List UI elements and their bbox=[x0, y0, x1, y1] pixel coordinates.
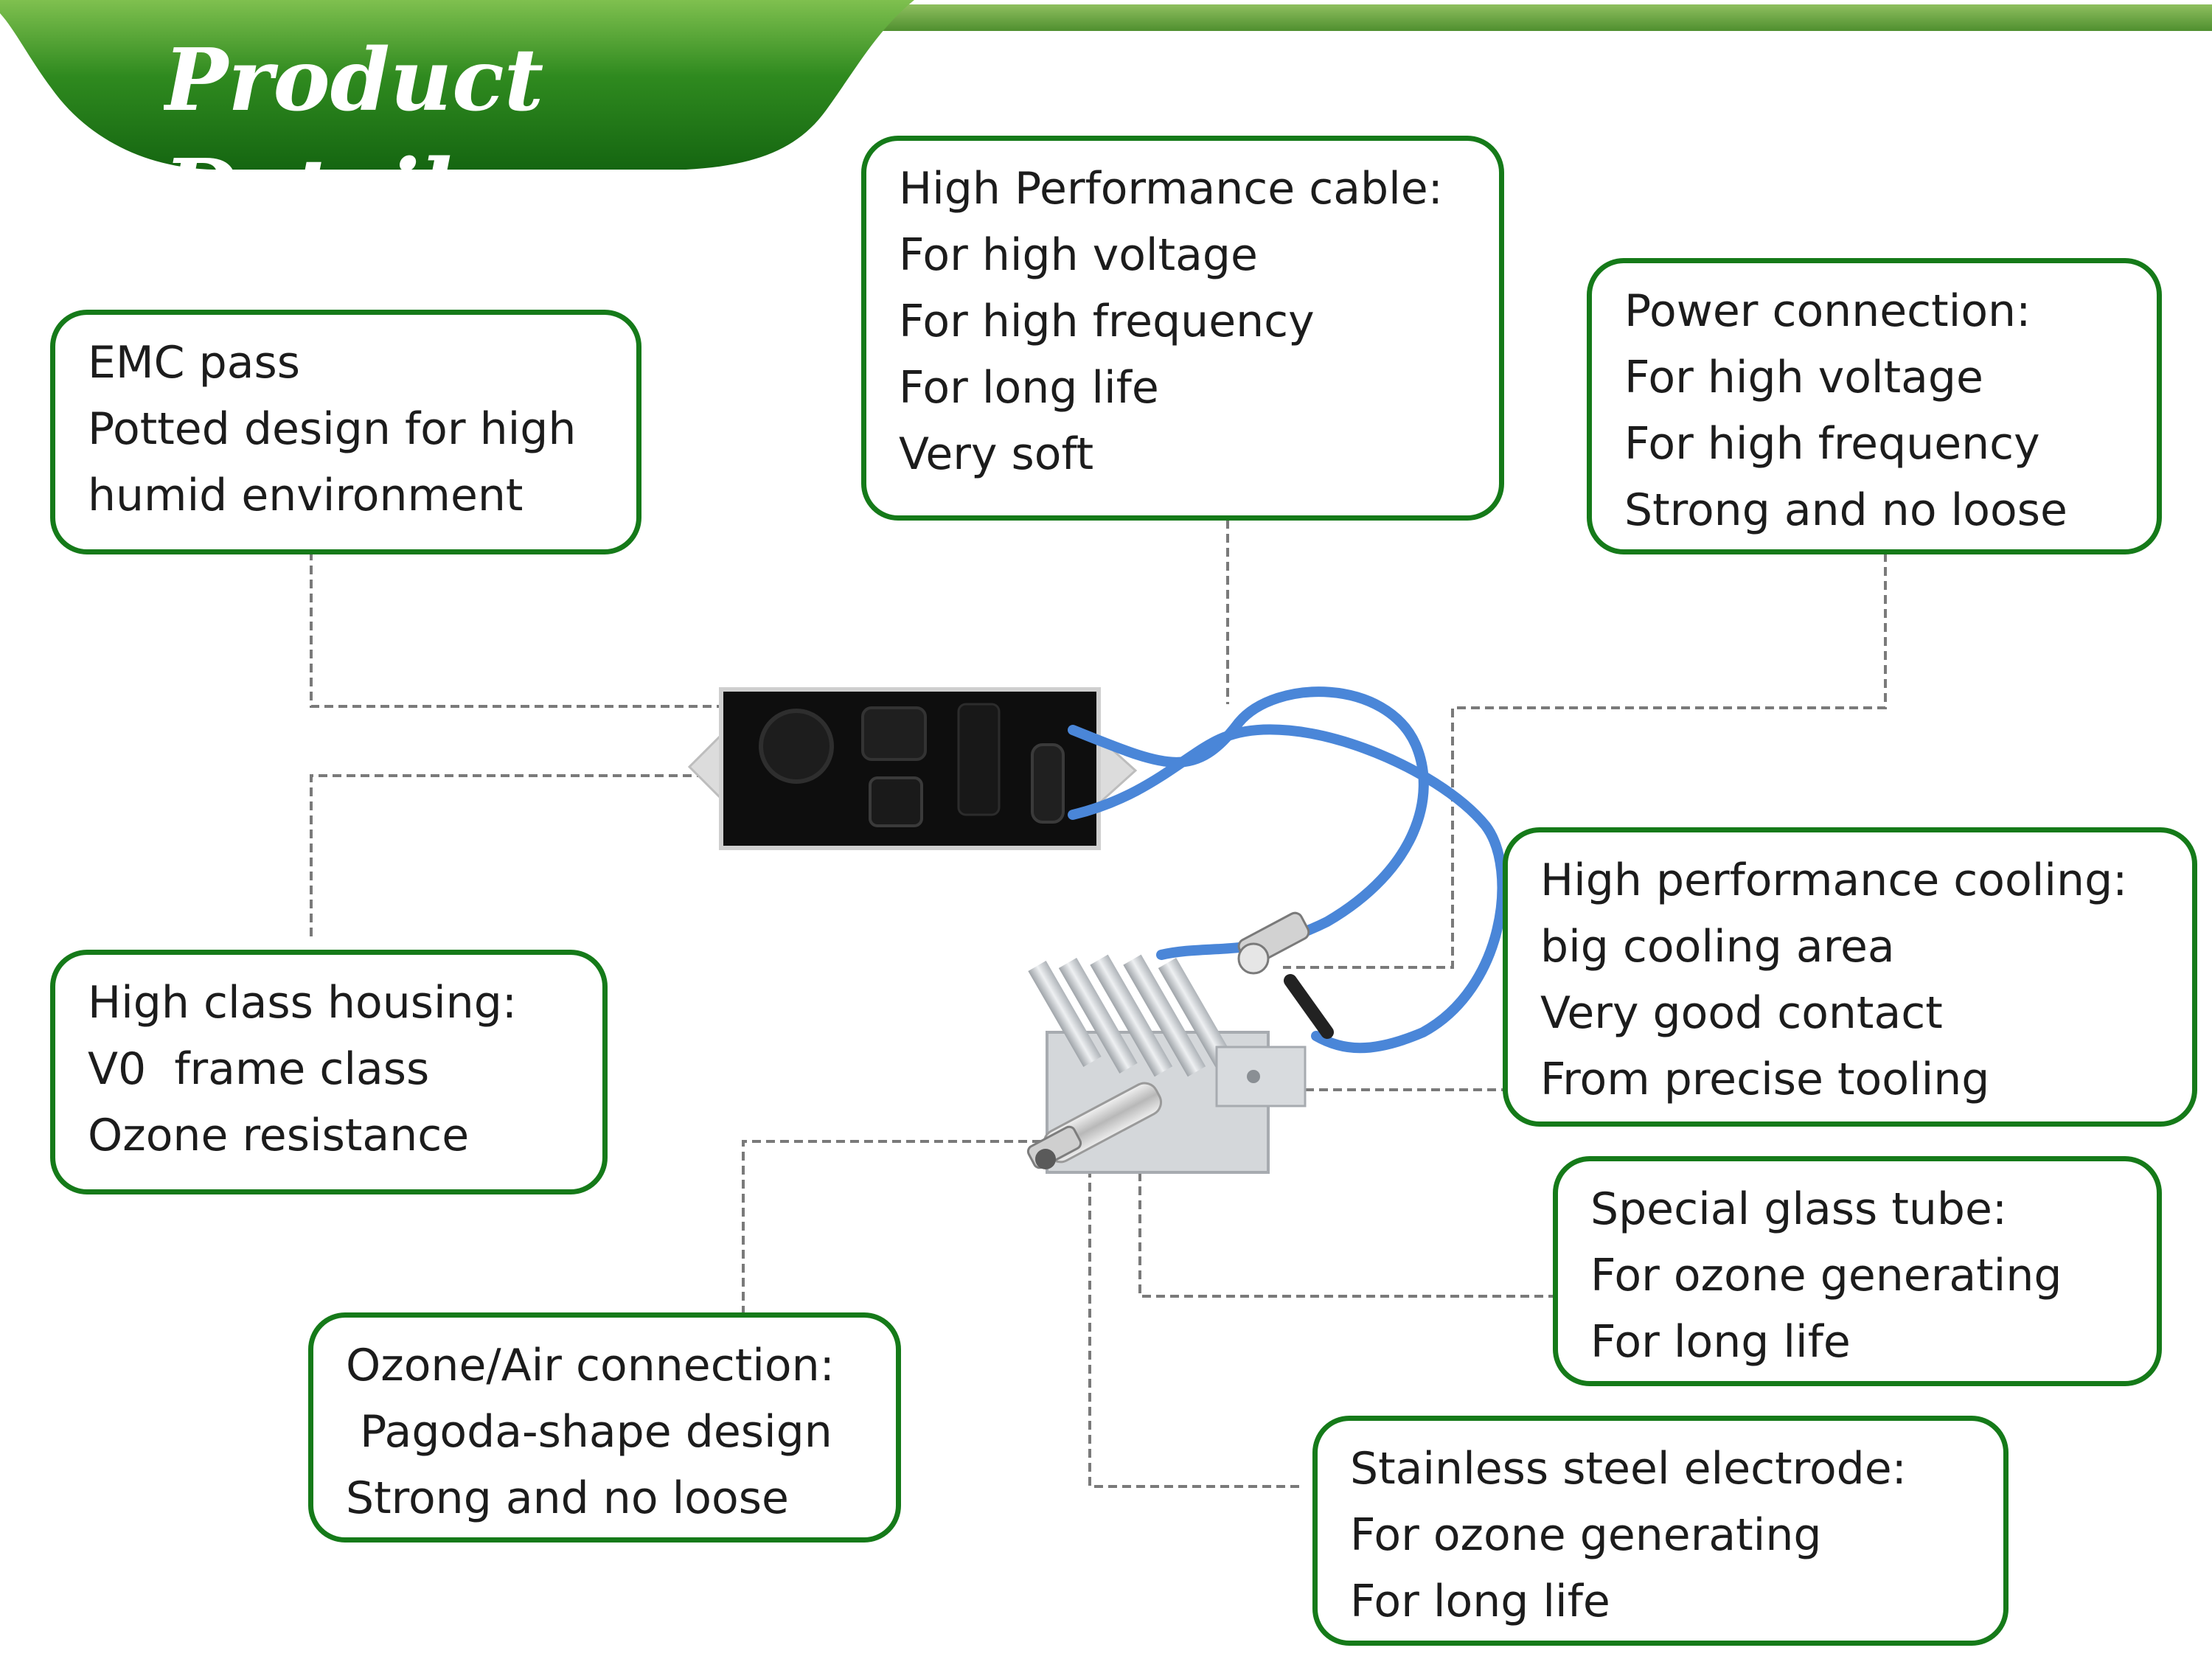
callout-ozone-air: Ozone/Air connection: Pagoda-shape desig… bbox=[308, 1312, 901, 1543]
heatsink-fin bbox=[1158, 957, 1237, 1074]
callout-power-line-1: Power connection: bbox=[1624, 285, 2031, 337]
callout-housing-line-3: Ozone resistance bbox=[88, 1110, 470, 1161]
high-voltage-cables bbox=[1068, 686, 1508, 1054]
callout-cable-line-4: For long life bbox=[899, 362, 1159, 414]
electrode-tip bbox=[1035, 1149, 1056, 1169]
callout-cable-line-5: Very soft bbox=[899, 428, 1094, 480]
callout-power: Power connection: For high voltage For h… bbox=[1587, 258, 2162, 554]
terminal-nut bbox=[1237, 942, 1270, 975]
housing-component-coil bbox=[869, 776, 923, 827]
callout-glass-line-1: Special glass tube: bbox=[1590, 1183, 2008, 1235]
callout-cable-line-2: For high voltage bbox=[899, 229, 1258, 281]
callout-housing-line-2: V0 frame class bbox=[88, 1043, 430, 1095]
callout-emc-line-3: humid environment bbox=[88, 470, 524, 521]
callout-ozone-air-line-3: Strong and no loose bbox=[346, 1472, 789, 1524]
callout-cable-line-1: High Performance cable: bbox=[899, 163, 1443, 215]
callout-emc: EMC pass Potted design for high humid en… bbox=[50, 310, 641, 554]
callout-glass-line-3: For long life bbox=[1590, 1316, 1851, 1368]
callout-cable: High Performance cable: For high voltage… bbox=[861, 136, 1504, 521]
heatsink-fin bbox=[1123, 954, 1206, 1077]
leader-ozone-air bbox=[742, 1140, 1053, 1329]
callout-cooling-line-2: big cooling area bbox=[1540, 921, 1895, 973]
callout-glass: Special glass tube: For ozone generating… bbox=[1553, 1156, 2162, 1386]
leader-housing bbox=[310, 774, 712, 936]
callout-cooling: High performance cooling: big cooling ar… bbox=[1503, 827, 2197, 1127]
callout-electrode: Stainless steel electrode: For ozone gen… bbox=[1312, 1416, 2008, 1646]
page-title: Product Details bbox=[164, 25, 547, 206]
callout-power-line-4: Strong and no loose bbox=[1624, 484, 2067, 536]
heatsink-fin bbox=[1090, 954, 1173, 1077]
callout-housing: High class housing: V0 frame class Ozone… bbox=[50, 950, 608, 1194]
callout-cable-line-3: For high frequency bbox=[899, 296, 1315, 347]
callout-power-line-2: For high voltage bbox=[1624, 352, 1983, 403]
housing-component-bar bbox=[957, 703, 1001, 816]
housing-component-cap bbox=[1031, 743, 1065, 824]
callout-glass-line-2: For ozone generating bbox=[1590, 1250, 2062, 1301]
callout-cooling-line-1: High performance cooling: bbox=[1540, 855, 2128, 906]
terminal-lead bbox=[1284, 974, 1334, 1039]
callout-ozone-air-line-2: Pagoda-shape design bbox=[346, 1406, 832, 1458]
leader-emc bbox=[310, 552, 759, 708]
leader-power bbox=[1283, 553, 1887, 969]
callout-housing-line-1: High class housing: bbox=[88, 977, 518, 1029]
callout-electrode-line-2: For ozone generating bbox=[1350, 1509, 1822, 1561]
callout-electrode-line-3: For long life bbox=[1350, 1576, 1610, 1627]
callout-emc-line-2: Potted design for high bbox=[88, 403, 577, 455]
callout-electrode-line-1: Stainless steel electrode: bbox=[1350, 1443, 1907, 1495]
callout-emc-line-1: EMC pass bbox=[88, 337, 301, 389]
header-stripe bbox=[870, 4, 2212, 31]
cable-lower bbox=[1068, 724, 1508, 1054]
callout-ozone-air-line-1: Ozone/Air connection: bbox=[346, 1340, 835, 1391]
callout-cooling-line-3: Very good contact bbox=[1540, 987, 1943, 1039]
ozone-reactor bbox=[1026, 911, 1334, 1174]
potted-housing bbox=[687, 687, 1138, 850]
heatsink-mount-plate bbox=[1215, 1046, 1307, 1107]
mounting-hole bbox=[1247, 1070, 1260, 1083]
page-title-line-1: Product bbox=[164, 30, 544, 131]
heatsink-fin bbox=[1058, 957, 1138, 1074]
callout-cooling-line-4: From precise tooling bbox=[1540, 1054, 1990, 1105]
header-swoosh bbox=[0, 0, 914, 170]
heatsink-fin bbox=[1028, 961, 1102, 1067]
housing-component-round bbox=[759, 709, 834, 784]
callout-power-line-3: For high frequency bbox=[1624, 418, 2040, 470]
page-title-line-2: Details bbox=[164, 141, 501, 206]
leader-electrode bbox=[1088, 1165, 1299, 1488]
header-banner bbox=[0, 0, 2212, 170]
housing-component-block bbox=[861, 706, 927, 761]
